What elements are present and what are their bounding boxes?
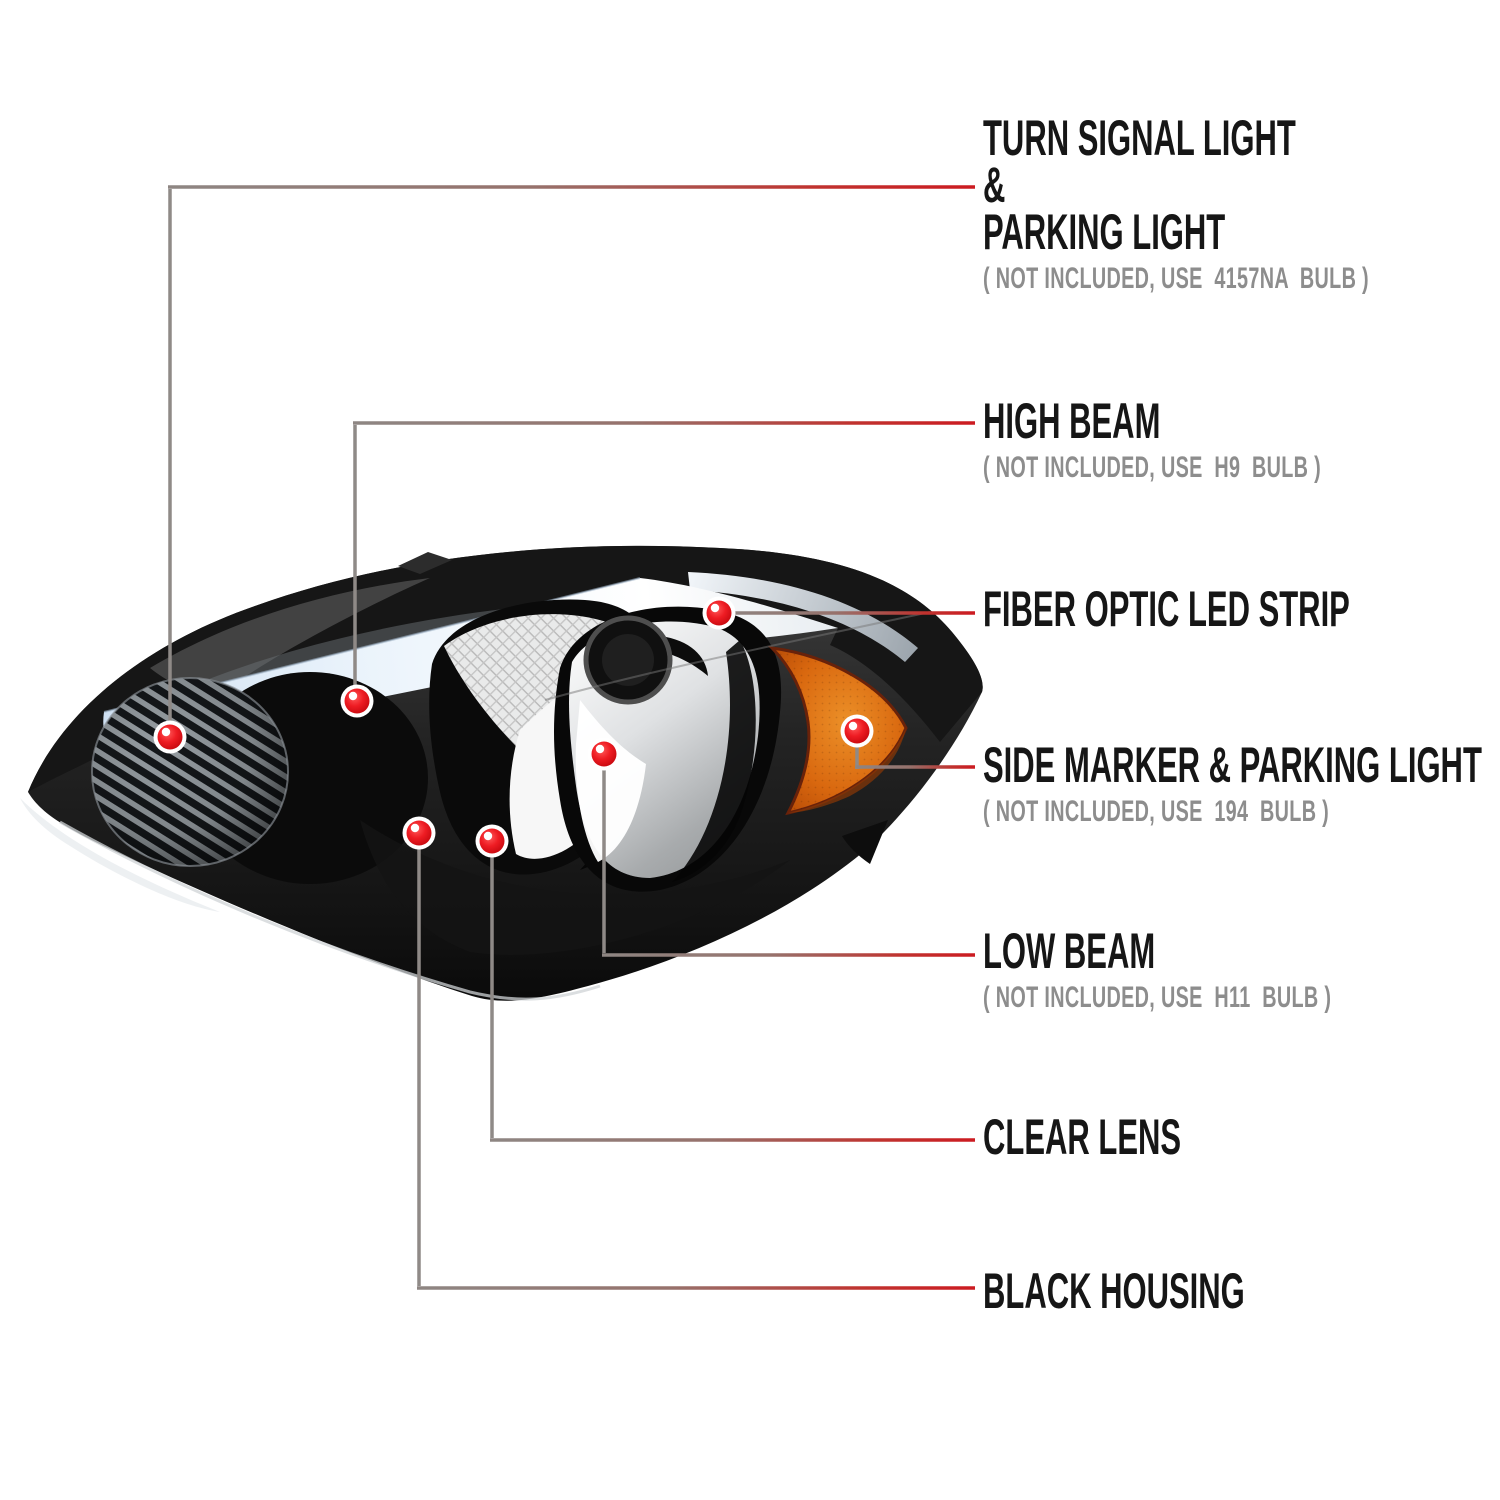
label-note: ( NOT INCLUDED, USE 194 BULB ) [983,795,1330,828]
label-clear-lens: CLEAR LENS [983,1109,1302,1165]
label-title: & [983,157,1006,213]
low-beam-right-shade [672,640,756,882]
label-title: BLACK HOUSING [983,1263,1245,1319]
low-beam-projector-lens [602,634,654,686]
label-title: LOW BEAM [983,923,1156,979]
label-title: FIBER OPTIC LED STRIP [983,581,1350,637]
label-side-marker: SIDE MARKER & PARKING LIGHT ( NOT INCLUD… [983,737,1500,829]
lens-reflection-hairline [544,611,931,701]
marker-dot-fiber-optic [702,596,736,630]
marker-dot-black-housing [402,816,436,850]
label-low-beam: LOW BEAM ( NOT INCLUDED, USE H11 BULB ) [983,923,1500,1015]
marker-dot-high-beam [340,684,374,718]
label-note: ( NOT INCLUDED, USE 4157NA BULB ) [983,262,1369,295]
lens-edge-highlight [59,820,601,1001]
turn-signal-shade [92,678,288,866]
label-title: PARKING LIGHT [983,204,1226,260]
marker-dot-clear-lens [475,824,509,858]
low-beam-white-wedge [575,700,646,862]
top-mount-tab [398,552,452,574]
label-black-housing: BLACK HOUSING [983,1263,1405,1319]
label-title: TURN SIGNAL LIGHT [983,110,1296,166]
marker-dot-side-marker [840,714,874,748]
marker-dot-turn-signal [153,720,187,754]
label-fiber-optic: FIBER OPTIC LED STRIP [983,581,1500,637]
upper-left-gray-facet [150,578,430,691]
label-note: ( NOT INCLUDED, USE H9 BULB ) [983,451,1322,484]
amber-side-marker-texture [772,648,906,813]
label-title: CLEAR LENS [983,1109,1182,1165]
label-high-beam: HIGH BEAM ( NOT INCLUDED, USE H9 BULB ) [983,393,1495,485]
amber-side-marker-lower-shade [788,728,906,813]
headlight-illustration [20,545,983,1001]
bottom-right-notch [842,820,888,864]
callout-lines [168,185,975,1290]
turn-signal-rim [91,677,289,867]
marker-dots [153,596,874,858]
label-title: HIGH BEAM [983,393,1161,449]
label-title: SIDE MARKER & PARKING LIGHT [983,737,1482,793]
label-note: ( NOT INCLUDED, USE H11 BULB ) [983,981,1332,1014]
top-right-chrome-sliver [688,572,918,662]
marker-dot-low-beam [587,737,621,771]
lower-cheek-shadow [360,820,790,955]
label-turn-signal: TURN SIGNAL LIGHT & PARKING LIGHT ( NOT … [983,110,1500,296]
